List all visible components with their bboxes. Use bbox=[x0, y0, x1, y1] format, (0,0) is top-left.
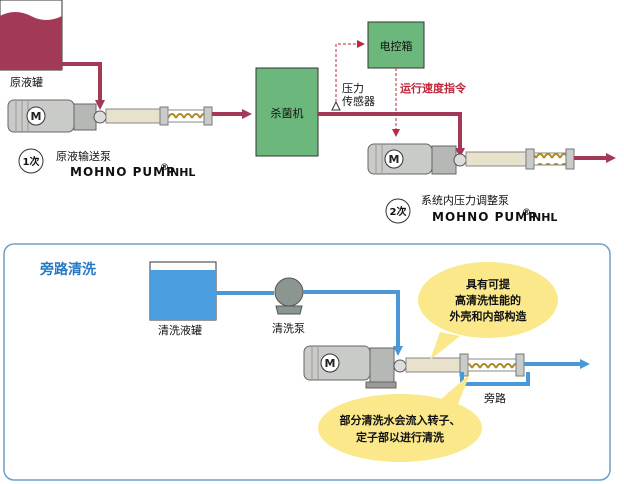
clean-tank-label: 清洗液罐 bbox=[158, 323, 202, 337]
pressure-sensor bbox=[331, 100, 341, 111]
svg-text:具有可提: 具有可提 bbox=[466, 277, 511, 291]
pump-1: M bbox=[7, 99, 213, 133]
svg-text:MOHNO PUMP: MOHNO PUMP bbox=[432, 210, 538, 224]
clean-pump bbox=[274, 277, 304, 315]
callout-bottom: 部分清洗水会流入转子、 定子部以进行清洗 bbox=[318, 374, 482, 462]
sensor-signal-line bbox=[335, 40, 365, 102]
motor-icon bbox=[320, 353, 340, 373]
pump2-name: 系统内压力调整泵 bbox=[421, 193, 509, 207]
pump1-stage-badge: 1次 bbox=[18, 148, 44, 174]
svg-text:NHL: NHL bbox=[170, 166, 195, 179]
sterilizer-label: 杀菌机 bbox=[271, 106, 304, 120]
clean-tank bbox=[149, 261, 217, 321]
callout-top: 具有可提 高清洗性能的 外壳和内部构造 bbox=[418, 262, 558, 360]
pressure-sensor-label-2: 传感器 bbox=[342, 95, 375, 108]
control-box-label: 电控箱 bbox=[380, 39, 413, 53]
raw-tank-label: 原液罐 bbox=[10, 75, 43, 89]
raw-tank bbox=[0, 0, 63, 71]
svg-text:外壳和内部构造: 外壳和内部构造 bbox=[449, 309, 528, 323]
sterilizer-outlet-pipe bbox=[318, 112, 465, 158]
svg-text:部分清洗水会流入转子、: 部分清洗水会流入转子、 bbox=[340, 413, 461, 427]
section-title: 旁路清洗 bbox=[39, 261, 96, 278]
control-box: 电控箱 bbox=[367, 21, 425, 69]
speed-command-label: 运行速度指令 bbox=[400, 81, 467, 95]
svg-text:定子部以进行清洗: 定子部以进行清洗 bbox=[356, 430, 444, 444]
pump-2: M bbox=[367, 143, 575, 175]
pump2-brand: MOHNO PUMP ® NHL bbox=[432, 208, 557, 224]
bypass-label: 旁路 bbox=[484, 391, 506, 405]
motor-symbol: M bbox=[325, 357, 336, 370]
svg-text:®: ® bbox=[522, 208, 531, 218]
motor-symbol: M bbox=[31, 110, 42, 123]
raw-tank-pipe bbox=[62, 62, 105, 110]
pump1-brand: MOHNO PUMP ® NHL bbox=[70, 163, 195, 179]
pump-3: M bbox=[303, 345, 525, 389]
sterilizer-box: 杀菌机 bbox=[255, 67, 319, 157]
pump2-stage-badge: 2次 bbox=[385, 198, 411, 224]
svg-text:2次: 2次 bbox=[390, 205, 407, 218]
clean-pump-outlet-pipe bbox=[303, 290, 403, 356]
clean-pump-label: 清洗泵 bbox=[272, 322, 305, 335]
svg-text:高清洗性能的: 高清洗性能的 bbox=[455, 293, 521, 307]
svg-text:NHL: NHL bbox=[532, 211, 557, 224]
pressure-sensor-label-1: 压力 bbox=[342, 82, 364, 95]
bypass-pipe bbox=[460, 372, 530, 386]
motor-symbol: M bbox=[389, 153, 400, 166]
svg-text:MOHNO PUMP: MOHNO PUMP bbox=[70, 165, 176, 179]
svg-text:®: ® bbox=[160, 163, 169, 173]
pump1-name: 原液输送泵 bbox=[56, 149, 111, 163]
motor-icon bbox=[26, 106, 46, 126]
motor-icon bbox=[384, 149, 404, 169]
svg-text:1次: 1次 bbox=[23, 155, 40, 168]
